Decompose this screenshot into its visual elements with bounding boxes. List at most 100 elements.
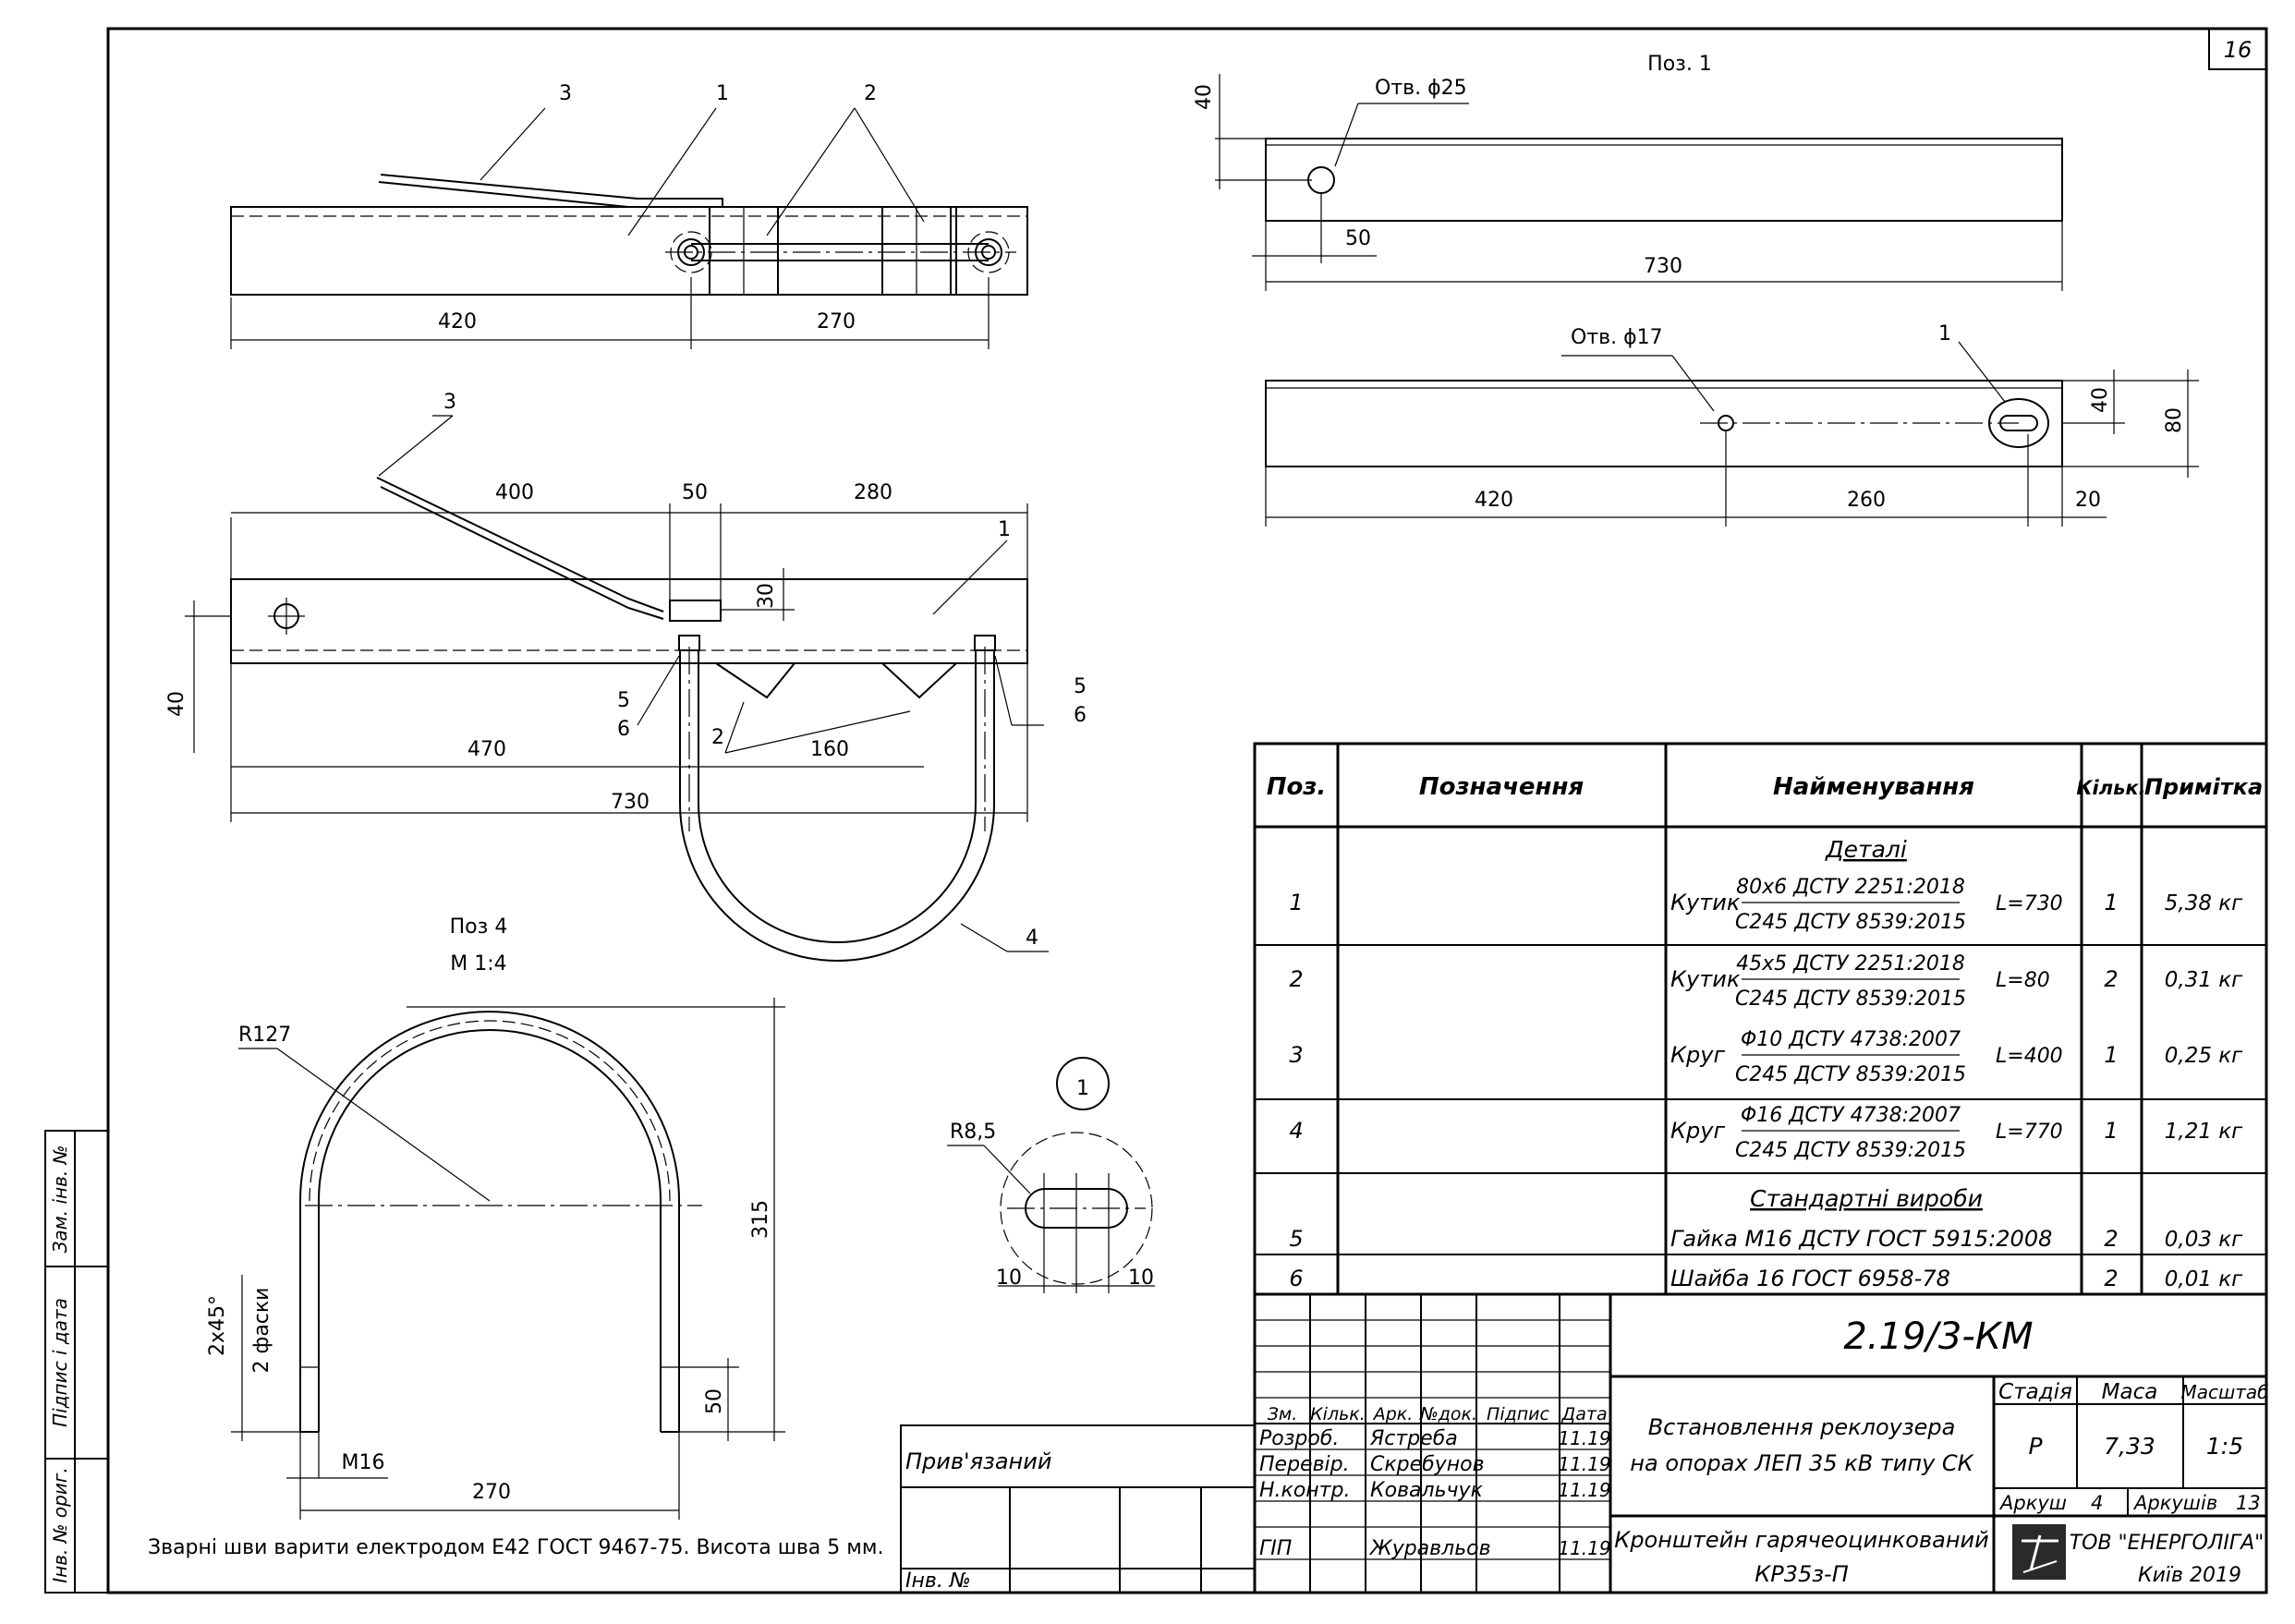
dim-p1-730: 730 <box>1644 255 1682 278</box>
spec-std-qty: 2 <box>2104 1266 2118 1291</box>
dim-p4-chamfer-note: 2 фаски <box>250 1288 273 1374</box>
leader-mid-1: 1 <box>998 518 1011 541</box>
spec-row-pos: 2 <box>1289 966 1303 992</box>
dim-p4-chamfer: 2х45° <box>206 1295 229 1356</box>
title-col-header: Підпис <box>1487 1404 1549 1424</box>
title-part-2: КР35з-П <box>1755 1561 1849 1587</box>
spec-std-name: Шайба 16 ГОСТ 6958-78 <box>1670 1266 1950 1291</box>
dim-mid-30: 30 <box>755 583 778 609</box>
view-pos1: Поз. 1 Отв. ϕ25 40 50 730 <box>1193 53 2063 291</box>
dim-d1-R85: R8,5 <box>950 1121 996 1144</box>
spec-row-steel: С245 ДСТУ 8539:2015 <box>1735 988 1966 1011</box>
dim-top-420: 420 <box>438 310 477 333</box>
sheet-number: 16 <box>2224 37 2252 63</box>
mass-label: Маса <box>2102 1380 2158 1404</box>
spec-header-qty: Кільк. <box>2076 777 2145 799</box>
dim-p1b-20: 20 <box>2075 489 2101 512</box>
dim-p4-315: 315 <box>749 1200 772 1239</box>
spec-row-pos: 3 <box>1289 1042 1303 1068</box>
pos4-scale: М 1:4 <box>450 952 506 976</box>
leader-top-2: 2 <box>864 82 877 105</box>
title-col-header: №док. <box>1419 1404 1477 1424</box>
stage-value: Р <box>2028 1433 2043 1460</box>
spec-row-length: L=80 <box>1996 969 2050 992</box>
spec-row-qty: 1 <box>2104 1042 2118 1068</box>
dim-p1-40: 40 <box>1193 84 1216 110</box>
dim-p1-50: 50 <box>1345 227 1371 250</box>
title-col-header: Кільк. <box>1310 1404 1366 1424</box>
scale-label: Масштаб <box>2180 1381 2268 1403</box>
sheets-label: Аркушів <box>2132 1492 2217 1514</box>
view-pos4: Поз 4 М 1:4 R127 315 50 2х45° 2 фаски M1… <box>206 915 785 1520</box>
spec-row-pos: 4 <box>1289 1118 1303 1144</box>
weld-note: Зварні шви варити електродом Е42 ГОСТ 94… <box>148 1536 883 1559</box>
dim-d1-10a: 10 <box>996 1266 1022 1290</box>
spec-row-note: 1,21 кг <box>2165 1120 2243 1144</box>
sign-date-label: Підпис і дата <box>49 1298 71 1427</box>
title-role-name: Ковальчук <box>1370 1479 1484 1502</box>
sheet-value: 4 <box>2091 1492 2103 1514</box>
company-city-year: Київ 2019 <box>2138 1564 2241 1587</box>
sheet-number-box <box>2208 28 2267 70</box>
title-role-name: Ястреба <box>1369 1427 1458 1450</box>
view-pos1-side: Отв. ϕ17 1 40 80 420 260 20 <box>1265 322 2199 527</box>
spec-row-qty: 2 <box>2104 966 2118 992</box>
spec-row-material: Φ10 ДСТУ 4738:2007 <box>1741 1028 1961 1051</box>
replace-inv-label: Зам. інв. № <box>49 1145 71 1254</box>
spec-std-note: 0,03 кг <box>2165 1228 2243 1252</box>
spec-row-name: Кутик <box>1670 966 1741 992</box>
dim-mid-160: 160 <box>810 738 849 761</box>
spec-row-pos: 1 <box>1289 890 1303 915</box>
view-detail-1: 1 R8,5 10 10 <box>947 1057 1155 1293</box>
pos1-hole17: Отв. ϕ17 <box>1571 326 1663 349</box>
spec-header-note: Примітка <box>2144 774 2263 800</box>
spec-table: Поз. Позначення Найменування Кільк. Прим… <box>1253 742 2268 1296</box>
company-name: ТОВ "ЕНЕРГОЛІГА" <box>2070 1532 2265 1555</box>
dim-p1b-40: 40 <box>2089 387 2112 413</box>
leader-mid-5r: 5 <box>1074 675 1087 698</box>
dim-p4-270: 270 <box>472 1481 511 1504</box>
dim-mid-400: 400 <box>495 481 534 504</box>
title-role-name: Скребунов <box>1370 1453 1485 1476</box>
spec-row-note: 0,25 кг <box>2165 1044 2243 1068</box>
spec-row-qty: 1 <box>2104 1118 2118 1144</box>
spec-row-steel: С245 ДСТУ 8539:2015 <box>1735 1139 1966 1162</box>
spec-row-qty: 1 <box>2104 890 2118 915</box>
spec-header-designation: Позначення <box>1419 773 1584 801</box>
spec-row-material: 45х5 ДСТУ 2251:2018 <box>1736 952 1965 976</box>
sheet-frame <box>106 27 2268 1594</box>
scale-value: 1:5 <box>2206 1433 2243 1460</box>
dim-p1b-420: 420 <box>1475 489 1513 512</box>
sheet-label: Аркуш <box>1998 1492 2067 1514</box>
title-code: 2.19/3-КМ <box>1843 1315 2033 1358</box>
leader-top-1: 1 <box>716 82 729 105</box>
dim-mid-40: 40 <box>165 691 188 717</box>
mass-value: 7,33 <box>2104 1433 2155 1460</box>
dim-p4-M16: M16 <box>342 1451 385 1474</box>
spec-row-length: L=730 <box>1996 892 2063 915</box>
leader-top-3: 3 <box>559 82 572 105</box>
spec-row-steel: С245 ДСТУ 8539:2015 <box>1735 911 1966 934</box>
company-logo <box>2012 1524 2066 1580</box>
spec-header-name: Найменування <box>1773 773 1974 801</box>
leader-p1b-1: 1 <box>1938 322 1951 345</box>
spec-std-pos: 5 <box>1289 1226 1303 1252</box>
linked-block: Прив'язаний Інв. № <box>900 1424 1256 1594</box>
dim-d1-10b: 10 <box>1128 1266 1154 1290</box>
title-role-name: Журавльов <box>1368 1537 1491 1560</box>
title-block: 2.19/3-КМ Встановлення реклоузера на опо… <box>1253 1292 2269 1594</box>
title-col-header: Зм. <box>1268 1404 1298 1424</box>
title-col-header: Дата <box>1560 1404 1607 1424</box>
title-role-date: 11.19 <box>1558 1537 1610 1559</box>
dim-mid-730: 730 <box>611 791 650 814</box>
dim-p1b-260: 260 <box>1847 489 1886 512</box>
view-top-plan: 3 1 2 420 270 <box>230 82 1028 349</box>
leader-mid-3: 3 <box>443 391 456 414</box>
leader-mid-6r: 6 <box>1074 704 1087 727</box>
leader-mid-4: 4 <box>1026 927 1038 950</box>
dim-top-270: 270 <box>817 310 856 333</box>
spec-row-length: L=770 <box>1996 1121 2063 1144</box>
title-role: Розроб. <box>1259 1427 1339 1450</box>
title-project-2: на опорах ЛЕП 35 кВ типу СК <box>1630 1450 1973 1476</box>
dim-p1b-80: 80 <box>2163 407 2186 433</box>
